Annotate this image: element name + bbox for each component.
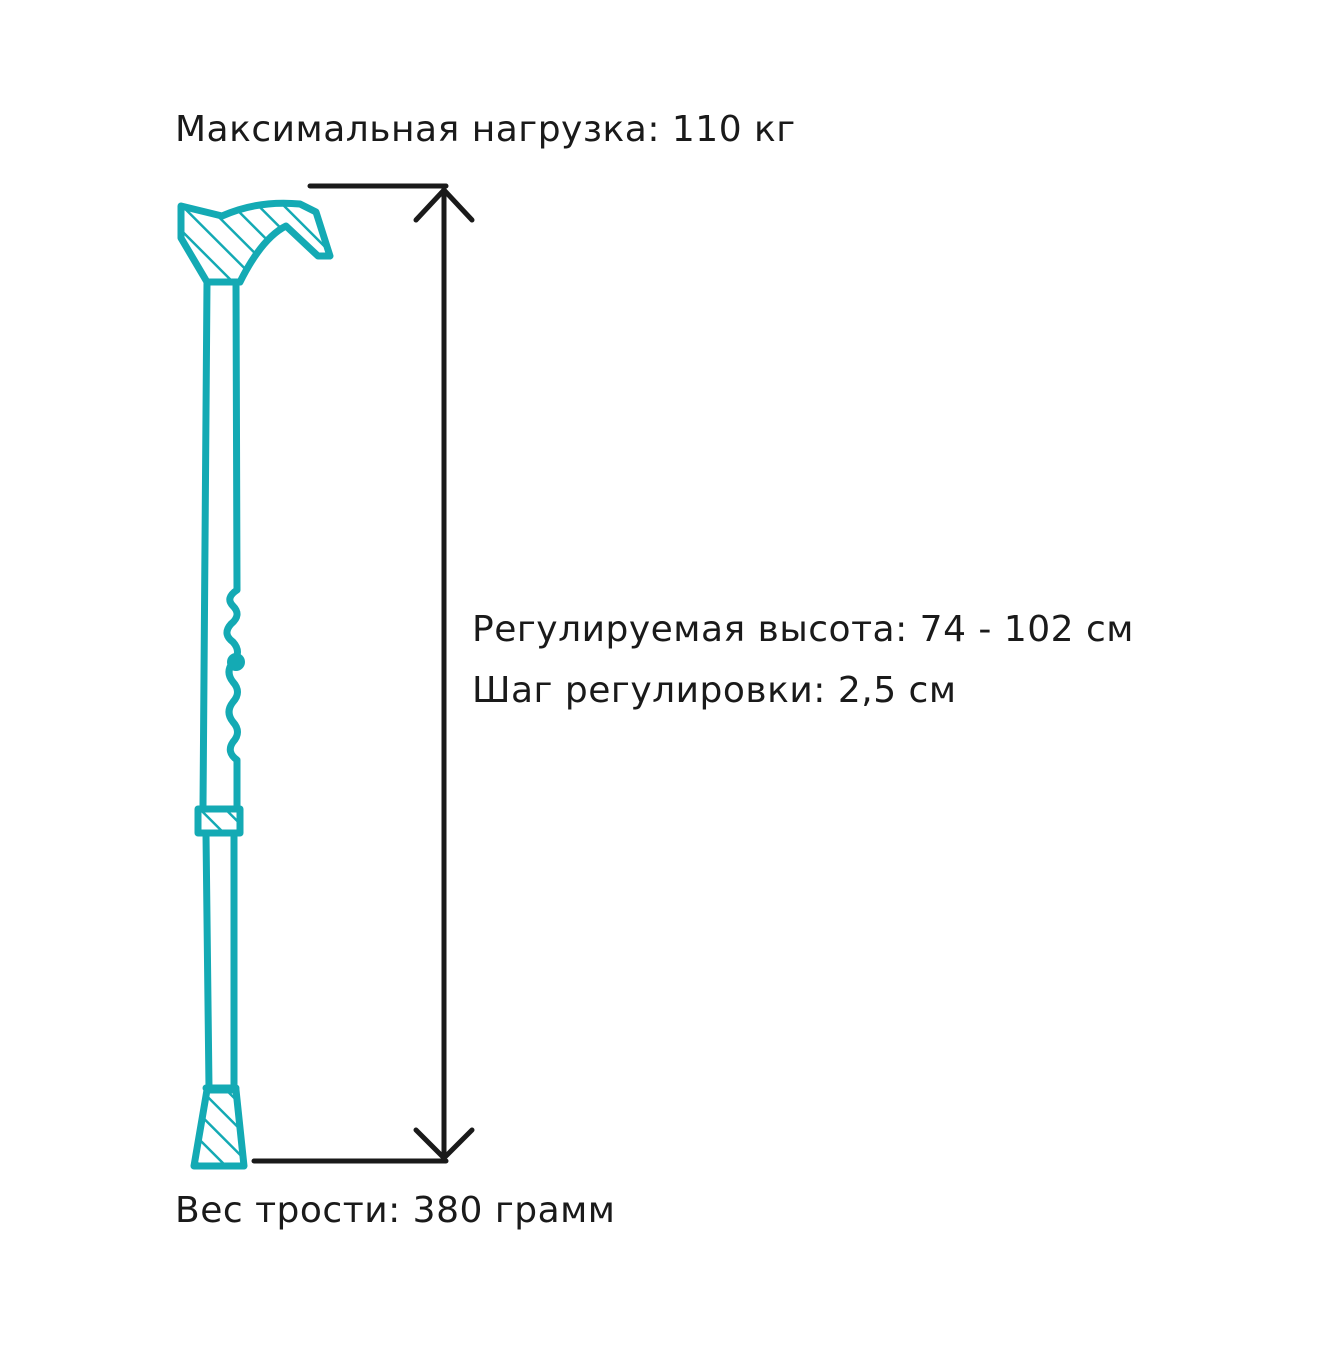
- cane-illustration: [177, 199, 334, 1170]
- height-dimension-line: [251, 183, 475, 1164]
- cane-weight-label: Вес трости: 380 грамм: [175, 1190, 616, 1231]
- max-load-label: Максимальная нагрузка: 110 кг: [175, 109, 796, 150]
- top-arrow-head: [413, 187, 475, 223]
- cane-lower-shaft: [202, 830, 240, 1092]
- adjustment-step-label: Шаг регулировки: 2,5 см: [472, 670, 957, 711]
- bottom-arrow-head: [413, 1127, 475, 1161]
- lock-button: [227, 653, 245, 671]
- cane-handle: [177, 199, 334, 286]
- adjustable-height-label: Регулируемая высота: 74 - 102 см: [472, 609, 1134, 650]
- cane-upper-shaft: [199, 278, 241, 810]
- cane-tip: [190, 1086, 248, 1170]
- cane-collar: [194, 805, 244, 837]
